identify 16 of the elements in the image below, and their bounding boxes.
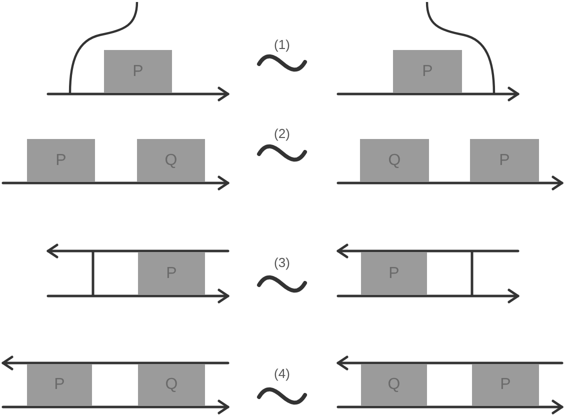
segment-block: [393, 50, 462, 93]
step-number: (4): [273, 367, 291, 380]
segment-block: [27, 364, 92, 406]
segment-block: [104, 50, 172, 93]
segment-block: [472, 364, 539, 406]
segment-block: [138, 364, 205, 406]
segment-block: [361, 364, 427, 406]
segment-block: [470, 139, 539, 182]
segment-block: [138, 252, 205, 295]
segment-block: [27, 139, 95, 182]
step-number: (2): [273, 127, 291, 140]
step-number: (1): [273, 38, 291, 51]
segment-block: [360, 139, 429, 182]
segment-block: [361, 252, 427, 295]
segment-block: [137, 139, 205, 182]
step-number: (3): [273, 256, 291, 269]
